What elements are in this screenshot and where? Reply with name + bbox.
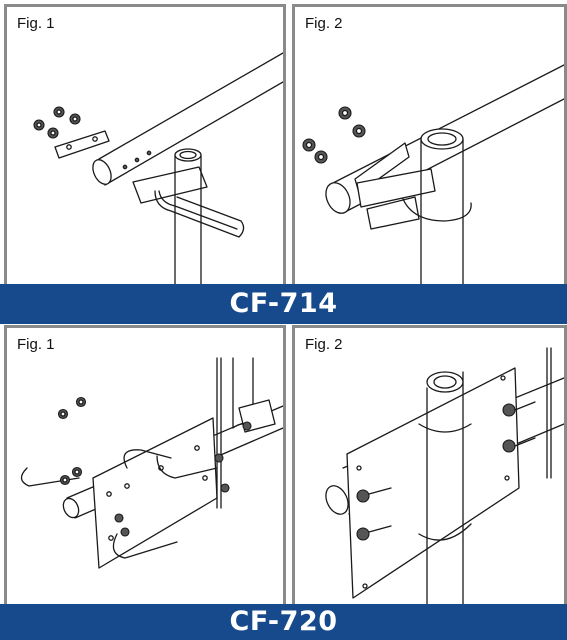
- cf720-fig1-panel: Fig. 1: [4, 325, 286, 615]
- cf714-fig1-panel: Fig. 1: [4, 4, 286, 290]
- fig-label: Fig. 1: [17, 15, 55, 32]
- cf714-fig2-panel: Fig. 2: [292, 4, 567, 290]
- model-banner-cf714: CF-714: [0, 284, 567, 324]
- cf714-fig1-illustration: [33, 52, 283, 287]
- fig-label: Fig. 1: [17, 336, 55, 353]
- model-banner-cf720: CF-720: [0, 604, 567, 640]
- cf720-fig2-panel: Fig. 2: [292, 325, 567, 615]
- fig-label: Fig. 2: [305, 336, 343, 353]
- fig-label: Fig. 2: [305, 15, 343, 32]
- cf714-fig2-illustration: [302, 64, 564, 287]
- cf720-fig1-illustration: [20, 357, 283, 569]
- cf720-fig2-illustration: [325, 347, 564, 612]
